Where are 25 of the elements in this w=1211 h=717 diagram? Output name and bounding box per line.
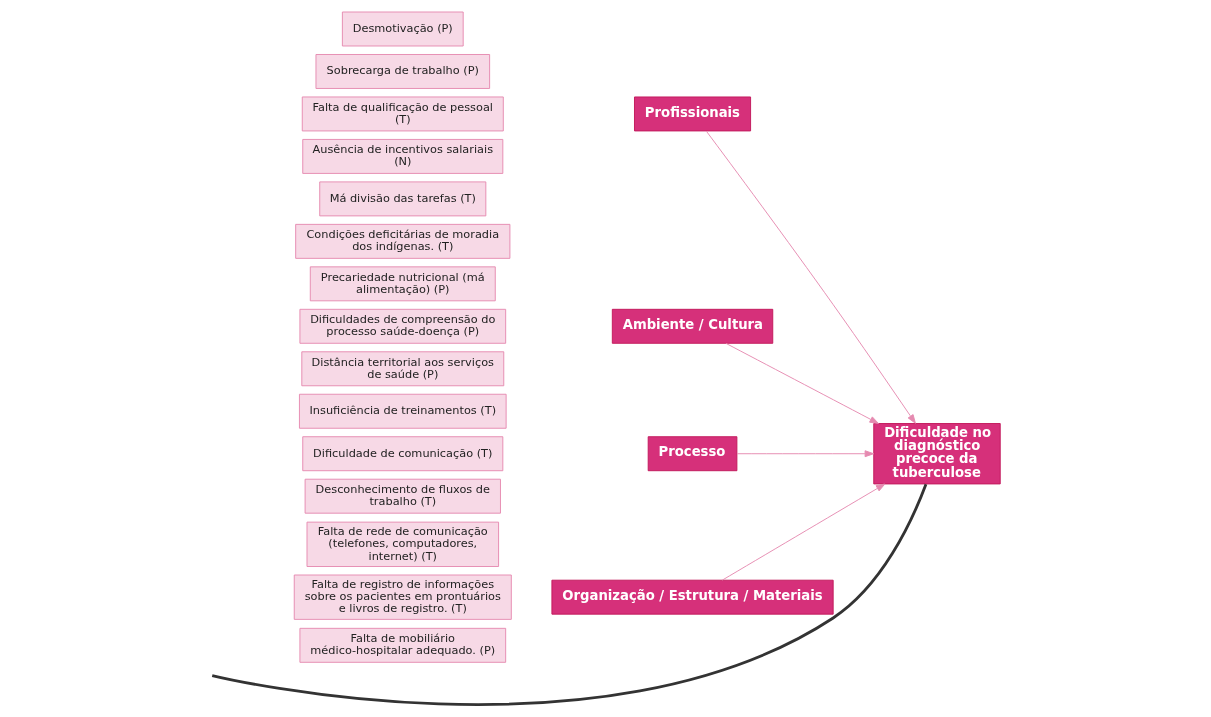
node-box: Falta de mobiliário médico-hospitalar adequado. (P) [299, 627, 507, 663]
node-box: Profissionais [634, 96, 752, 132]
node-box: Desmotivação (P) [341, 11, 464, 47]
node-box: Falta de qualificação de pessoal (T) [301, 96, 504, 132]
node-box: Dificuldade no diagnóstico precoce da tuberculose [873, 423, 1001, 485]
node-box: Falta de rede de comunicação (telefones, computadores, internet) (T) [306, 521, 500, 567]
node-box: Desconhecimento de fluxos de trabalho (T) [304, 478, 501, 514]
arrow [725, 342, 879, 424]
node-box: Insuficiência de treinamentos (T) [298, 393, 507, 429]
node-box: Sobrecarga de trabalho (P) [315, 54, 491, 89]
node-box: Ausência de incentivos salariais (N) [302, 138, 504, 174]
node-box: Distância territorial aos serviços de saúde (P) [301, 351, 505, 387]
node-box: Falta de registro de informações sobre os pacientes em prontuários e livros de registro. (T) [293, 574, 512, 620]
node-box: Dificuldade de comunicação (T) [302, 436, 504, 472]
node-box: Condições deficitárias de moradia dos indígenas. (T) [295, 223, 511, 259]
node-box: Dificuldades de compreensão do processo saúde-doença (P) [299, 308, 507, 344]
node-box: Má divisão das tarefas (T) [319, 181, 487, 217]
node-box: Processo [647, 436, 738, 472]
node-box: Organização / Estrutura / Materiais [551, 579, 834, 615]
node-box: Ambiente / Cultura [611, 308, 774, 344]
connector [211, 483, 928, 706]
arrow [705, 130, 916, 424]
arrow [721, 483, 886, 581]
node-box: Precariedade nutricional (má alimentação) (P) [309, 266, 496, 302]
arrow [736, 450, 875, 458]
